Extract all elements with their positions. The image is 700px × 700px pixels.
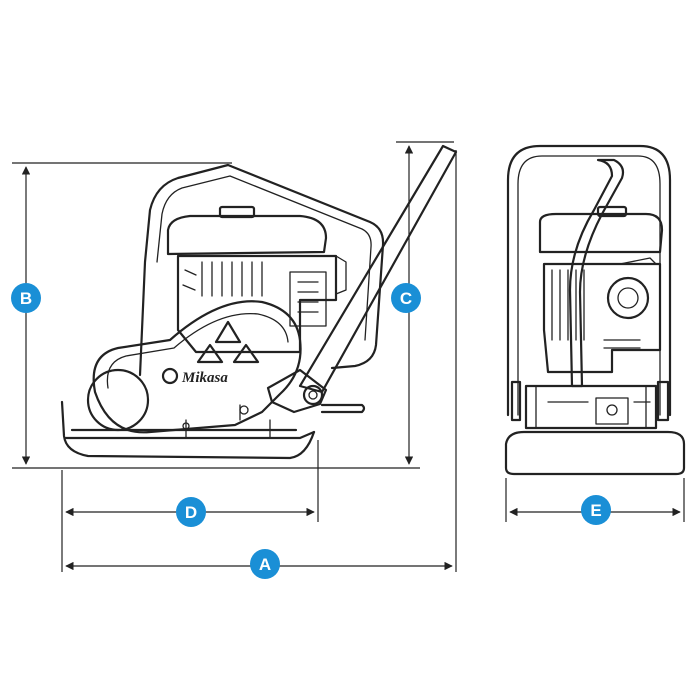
front-handle bbox=[568, 158, 625, 388]
side-engine-fins bbox=[182, 255, 347, 327]
badge-a-label: A bbox=[259, 555, 271, 574]
badge-b: B bbox=[11, 283, 41, 313]
front-view bbox=[504, 144, 686, 476]
front-engine bbox=[542, 262, 662, 374]
badge-e: E bbox=[581, 495, 611, 525]
side-fuel-tank bbox=[166, 214, 328, 256]
side-belt-cover bbox=[92, 300, 302, 434]
handle-pivot-icon bbox=[302, 384, 324, 406]
side-view: Mikasa bbox=[60, 144, 458, 460]
front-recoil-starter-inner bbox=[617, 287, 639, 309]
badge-c-label: C bbox=[400, 289, 412, 308]
badge-c: C bbox=[391, 283, 421, 313]
front-fuel-tank bbox=[538, 212, 664, 254]
front-fuel-cap bbox=[596, 205, 628, 218]
side-base-top bbox=[64, 428, 316, 440]
front-engine-fins bbox=[551, 257, 657, 349]
bolt-icon bbox=[182, 422, 190, 430]
side-handle-bracket bbox=[320, 403, 366, 414]
side-fuel-cap bbox=[218, 205, 256, 219]
front-frame-inner bbox=[517, 155, 661, 416]
badge-e-label: E bbox=[590, 501, 601, 520]
side-bolts bbox=[185, 404, 271, 439]
side-handle bbox=[298, 144, 458, 394]
front-recoil-starter bbox=[606, 276, 650, 320]
badge-a: A bbox=[250, 549, 280, 579]
side-base-plate bbox=[60, 400, 316, 460]
front-lower-body bbox=[524, 384, 658, 430]
brand-circle-icon bbox=[161, 367, 179, 385]
handle-pivot-inner-icon bbox=[308, 390, 318, 400]
front-side-guards bbox=[510, 380, 670, 422]
logo-triangles bbox=[196, 320, 260, 364]
front-frame bbox=[506, 144, 672, 417]
badge-d-label: D bbox=[185, 503, 197, 522]
bolt-icon bbox=[239, 405, 249, 415]
brand-text: Mikasa bbox=[181, 370, 228, 386]
front-base-plate bbox=[504, 430, 686, 476]
side-belt-cover-inner bbox=[106, 312, 289, 389]
side-frame-guard bbox=[138, 163, 385, 377]
side-frame-inner bbox=[156, 175, 372, 341]
badge-d: D bbox=[176, 497, 206, 527]
badge-b-label: B bbox=[20, 289, 32, 308]
front-lower-details bbox=[535, 385, 651, 429]
side-handle-grip bbox=[266, 368, 328, 414]
front-bolt-icon bbox=[606, 404, 618, 416]
